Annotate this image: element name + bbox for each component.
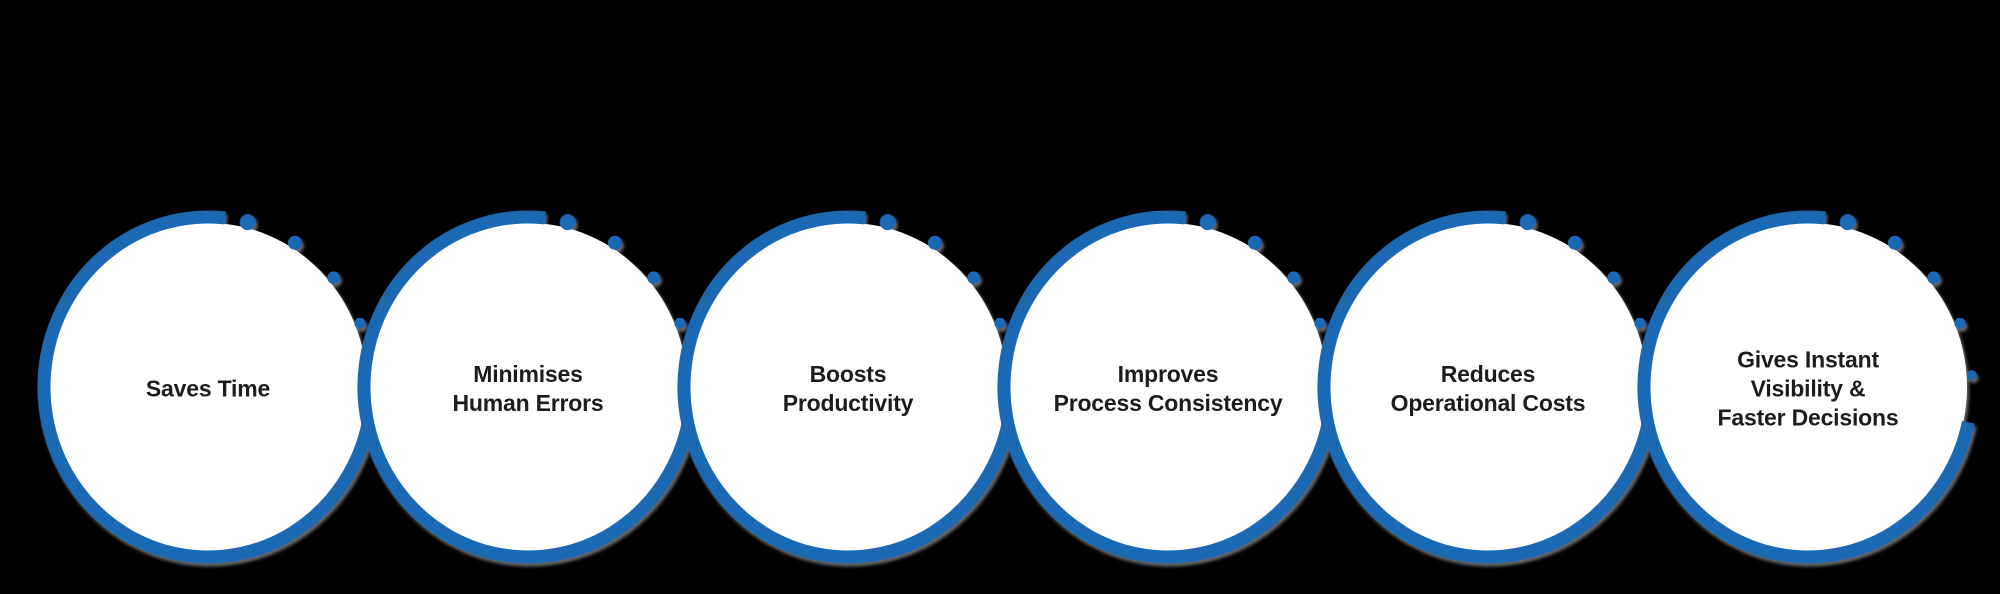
benefit-label-line: Operational Costs <box>1390 390 1586 416</box>
benefit-circle-improves-process-consistency: Improves Process Consistency <box>988 202 1348 572</box>
circle-ring <box>1637 210 1977 564</box>
circle-ring <box>357 210 697 564</box>
benefit-label-line: Saves Time <box>145 375 271 402</box>
benefit-label-line: Productivity <box>782 390 914 416</box>
benefit-label-line: Reduces <box>1440 361 1536 387</box>
benefit-label-line: Improves <box>1117 361 1219 387</box>
benefit-circle-minimises-human-errors: Minimises Human Errors <box>348 202 708 572</box>
circle-ring <box>677 210 1017 564</box>
benefit-label-line: Human Errors <box>452 390 604 416</box>
circle-ring <box>37 210 377 564</box>
benefit-label: Gives Instant Visibility & Faster Decisi… <box>1663 346 1953 433</box>
benefit-label: Saves Time <box>63 375 353 404</box>
benefit-circle-saves-time: Saves Time <box>28 202 388 572</box>
benefit-label: Reduces Operational Costs <box>1343 360 1633 418</box>
benefit-label-line: Gives Instant <box>1737 346 1879 373</box>
benefit-label: Boosts Productivity <box>703 360 993 418</box>
circle-ring <box>1317 210 1657 564</box>
circle-ring <box>997 210 1337 564</box>
benefit-label-line: Visibility & <box>1750 375 1866 402</box>
benefit-label-line: Process Consistency <box>1053 390 1283 416</box>
benefit-label: Minimises Human Errors <box>383 360 673 418</box>
benefit-label-line: Boosts <box>809 361 887 387</box>
benefit-circle-reduces-operational-costs: Reduces Operational Costs <box>1308 202 1668 572</box>
benefit-label-line: Faster Decisions <box>1717 404 1899 431</box>
benefit-label-line: Minimises <box>473 361 583 387</box>
benefit-label: Improves Process Consistency <box>1023 360 1313 418</box>
benefit-circle-gives-instant-visibility: Gives Instant Visibility & Faster Decisi… <box>1628 202 1988 572</box>
benefit-circle-boosts-productivity: Boosts Productivity <box>668 202 1028 572</box>
